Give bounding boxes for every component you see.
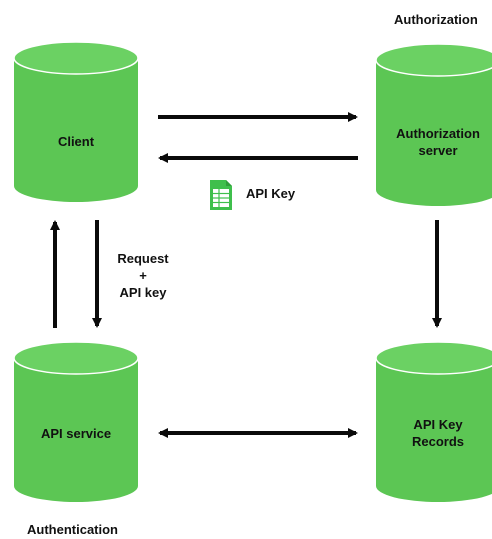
document-icon — [210, 180, 232, 210]
client-label: Client — [57, 134, 95, 149]
api-key-records-label-line2: Records — [411, 434, 465, 449]
api-key-label: API Key — [246, 186, 296, 201]
request-label-line2: + — [139, 268, 147, 283]
authorization-server-label-line2: server — [418, 143, 458, 158]
authorization-server-node — [375, 43, 492, 206]
authentication-title: Authentication — [27, 522, 118, 537]
api-service-label: API service — [40, 426, 112, 441]
authorization-title: Authorization — [394, 12, 478, 27]
request-label-line1: Request — [117, 251, 169, 266]
authorization-server-label-line1: Authorization — [396, 126, 480, 141]
api-key-records-label-line1: API Key — [413, 417, 463, 432]
api-key-records-node — [375, 341, 492, 502]
api-service-node — [13, 341, 139, 502]
client-node — [13, 41, 139, 202]
request-label-line3: API key — [119, 285, 167, 300]
